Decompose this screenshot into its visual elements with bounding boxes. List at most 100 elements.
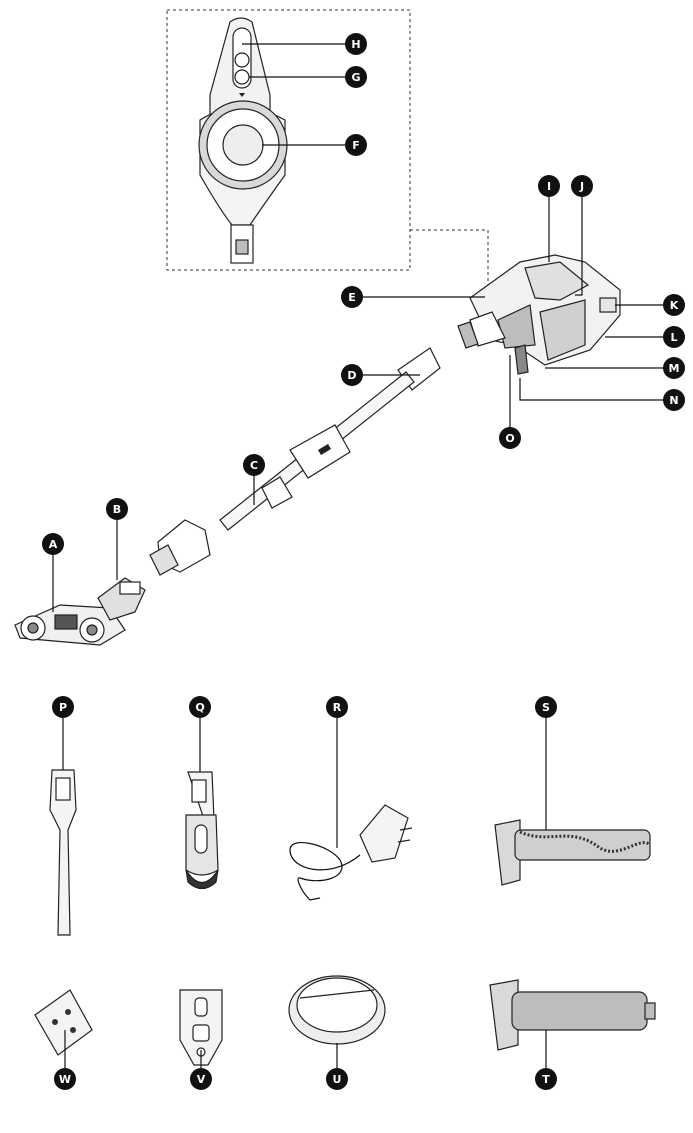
filter-pad-dot-3 xyxy=(70,1027,76,1033)
callout-letter-Q: Q xyxy=(195,701,204,714)
callout-A: A xyxy=(42,533,64,555)
callout-P: P xyxy=(52,696,74,718)
release-switch xyxy=(599,297,617,313)
callout-letter-G: G xyxy=(351,71,360,84)
charger xyxy=(289,718,413,901)
hard-floor-roller-cylinder xyxy=(511,991,648,1031)
floor-head-light xyxy=(54,614,78,630)
inlet-collar xyxy=(457,321,479,349)
charger-body xyxy=(359,804,409,863)
callout-letter-H: H xyxy=(351,38,360,51)
callout-badge-E xyxy=(341,286,363,308)
filter-pad-dot-1 xyxy=(52,1019,58,1025)
wall-mount xyxy=(179,989,223,1068)
callout-R: R xyxy=(326,696,348,718)
floor-head-connector xyxy=(119,581,141,595)
callout-letter-T: T xyxy=(542,1073,550,1086)
callout-V: V xyxy=(190,1068,212,1090)
callout-badge-M xyxy=(663,357,685,379)
filter-pad xyxy=(34,989,93,1068)
callout-G: G xyxy=(345,66,367,88)
callout-badge-A xyxy=(42,533,64,555)
callout-badge-G xyxy=(345,66,367,88)
callout-letter-F: F xyxy=(352,139,360,152)
callout-badge-C xyxy=(243,454,265,476)
callout-H: H xyxy=(345,33,367,55)
leader-N xyxy=(519,378,663,401)
callout-letter-W: W xyxy=(59,1073,71,1086)
callout-badge-I xyxy=(538,175,560,197)
arrow-marker-icon xyxy=(239,93,245,97)
wall-mount-slot xyxy=(194,997,208,1017)
hard-floor-roller xyxy=(489,979,656,1068)
crevice-tool-body xyxy=(49,769,77,936)
callout-N: N xyxy=(663,389,685,411)
charger-cable xyxy=(289,841,361,901)
callout-letter-M: M xyxy=(669,362,680,375)
callout-letter-L: L xyxy=(670,331,677,344)
charger-pin-1 xyxy=(399,827,413,831)
inset-handheld-detail xyxy=(166,9,489,292)
callout-letter-K: K xyxy=(670,299,679,312)
callout-badge-U xyxy=(326,1068,348,1090)
callout-letter-I: I xyxy=(547,180,551,193)
roller-brush-cylinder xyxy=(514,829,651,861)
callout-F: F xyxy=(345,134,367,156)
callout-badge-W xyxy=(54,1068,76,1090)
callout-letter-E: E xyxy=(348,291,356,304)
callout-letter-S: S xyxy=(542,701,550,714)
callout-badge-T xyxy=(535,1068,557,1090)
hard-floor-roller-tip xyxy=(644,1002,656,1020)
callout-Q: Q xyxy=(189,696,211,718)
callout-badge-D xyxy=(341,364,363,386)
callout-letter-B: B xyxy=(113,503,121,516)
callout-badge-N xyxy=(663,389,685,411)
brush-tool-bristles xyxy=(185,869,219,890)
callout-B: B xyxy=(106,498,128,520)
flex-release-icon xyxy=(318,444,331,455)
filter-pad-body xyxy=(34,989,93,1056)
callout-badge-J xyxy=(571,175,593,197)
wall-mount-clip xyxy=(192,1024,210,1042)
callout-J: J xyxy=(571,175,593,197)
roller-brush-bristles xyxy=(519,830,652,853)
callout-badge-R xyxy=(326,696,348,718)
callout-badge-S xyxy=(535,696,557,718)
filter-disc-divider xyxy=(299,989,375,999)
extension-tube xyxy=(149,347,441,576)
callout-U: U xyxy=(326,1068,348,1090)
callout-badge-K xyxy=(663,294,685,316)
callout-badge-B xyxy=(106,498,128,520)
callout-D: D xyxy=(341,364,363,386)
inset-connector xyxy=(410,229,489,292)
brush-tool xyxy=(185,718,219,890)
charger-pin-2 xyxy=(397,839,411,843)
handheld-unit xyxy=(363,197,663,427)
leader-J xyxy=(575,197,583,296)
filter-disc xyxy=(288,975,386,1068)
floor-head-hub-right xyxy=(86,624,98,636)
callout-letter-O: O xyxy=(505,432,514,445)
brush-tool-slider xyxy=(194,824,208,854)
callout-letter-D: D xyxy=(347,369,356,382)
callout-letter-U: U xyxy=(333,1073,342,1086)
handle-grip xyxy=(524,261,590,301)
callout-O: O xyxy=(499,427,521,449)
callout-T: T xyxy=(535,1068,557,1090)
inset-frame xyxy=(166,9,411,271)
callout-E: E xyxy=(341,286,363,308)
power-button-shape xyxy=(234,52,250,68)
callout-L: L xyxy=(663,326,685,348)
callout-letter-N: N xyxy=(669,394,678,407)
mode-button-shape xyxy=(234,69,250,85)
callout-letter-P: P xyxy=(59,701,67,714)
callout-S: S xyxy=(535,696,557,718)
callout-badge-Q xyxy=(189,696,211,718)
callout-badge-L xyxy=(663,326,685,348)
roller-brush xyxy=(494,718,652,886)
filter-disc-face xyxy=(296,977,378,1033)
callout-badge-O xyxy=(499,427,521,449)
battery-center xyxy=(222,124,264,166)
